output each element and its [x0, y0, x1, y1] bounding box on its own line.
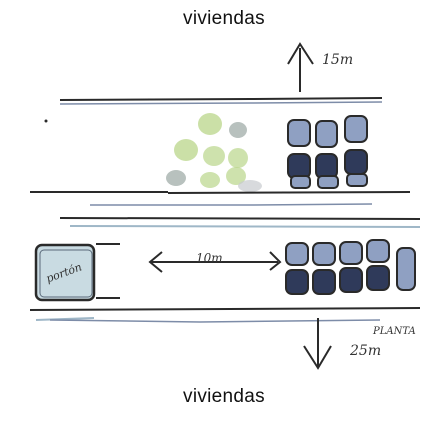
north-arrow	[287, 42, 314, 92]
top-boundary-shadow	[59, 101, 383, 105]
mid-line-right	[167, 191, 411, 194]
bins-bottom	[285, 239, 416, 295]
middle-dimension	[148, 251, 282, 273]
south-arrow	[303, 318, 332, 370]
mid-line-shadow	[90, 203, 373, 206]
bottom-title: viviendas	[183, 386, 265, 407]
top-distance-label: 15m	[322, 52, 353, 68]
building-shadow	[35, 317, 95, 321]
gate-building: portón	[34, 243, 96, 302]
building-walls	[96, 243, 120, 299]
bottom-distance-label: 25m	[349, 343, 381, 359]
marker-dot	[44, 119, 48, 123]
bins-top	[287, 115, 368, 189]
bottom-boundary-line	[29, 307, 421, 311]
top-boundary-line	[59, 97, 383, 101]
trees-top	[166, 113, 262, 192]
middle-distance-label: 10m	[196, 251, 223, 265]
lower-top-shadow	[69, 225, 421, 228]
plant-label: PLANTA	[372, 326, 416, 337]
lower-top-line	[59, 217, 421, 220]
bottom-boundary-shadow	[49, 319, 381, 323]
top-title: viviendas	[183, 8, 265, 29]
